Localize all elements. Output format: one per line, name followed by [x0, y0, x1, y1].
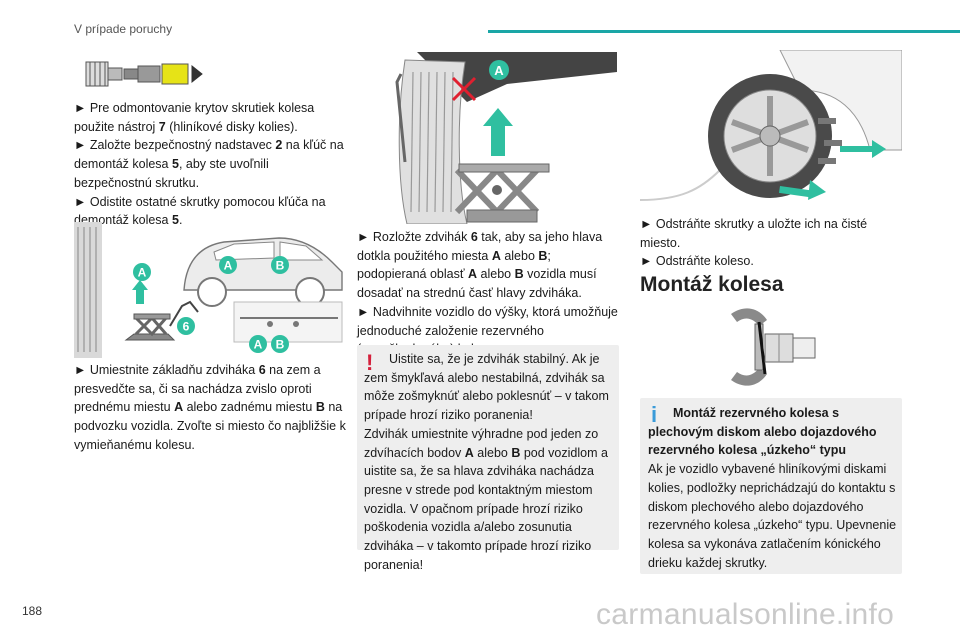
info-body: Ak je vozidlo vybavené hliníkovými diska… [648, 462, 897, 570]
info-box [640, 398, 902, 574]
info-text: Montáž rezervného kolesa s plechovým dis… [648, 404, 898, 572]
jack-placement-figure: A A B 6 A B [74, 222, 343, 358]
wheel-removal-figure [640, 50, 902, 210]
warning-text: Uistite sa, že je zdvihák stabilný. Ak j… [364, 350, 612, 574]
warning-paragraph-1: Uistite sa, že je zdvihák stabilný. Ak j… [364, 352, 609, 423]
detail-label-a: A [254, 338, 263, 352]
section-title: V prípade poruchy [74, 22, 173, 36]
page-number: 188 [22, 604, 43, 618]
car-label-b: B [276, 259, 285, 273]
warning-icon: ! [366, 350, 374, 375]
section-heading-wheel-mounting: Montáž kolesa [640, 273, 784, 296]
lift-label-a: A [494, 63, 504, 78]
car-label-a: A [224, 259, 233, 273]
col2-steps: ► Rozložte zdvihák 6 tak, aby sa jeho hl… [357, 228, 619, 359]
step-extend-jack: ► Rozložte zdvihák 6 tak, aby sa jeho hl… [357, 230, 603, 301]
col3-steps: ► Odstráňte skrutky a uložte ich na čist… [640, 215, 902, 271]
jack-lifting-figure: A [357, 52, 617, 224]
detail-label-b: B [276, 338, 285, 352]
col1-steps-top: ► Pre odmontovanie krytov skrutiek koles… [74, 99, 346, 230]
warning-box [357, 345, 619, 550]
step-fit-adapter: ► Založte bezpečnostný nadstavec 2 na kľ… [74, 138, 344, 190]
jack-label-a: A [138, 266, 147, 280]
step-remove-wheel: ► Odstráňte koleso. [640, 254, 754, 269]
watermark: carmanualsonline.info [596, 598, 895, 631]
step-remove-bolts: ► Odstráňte skrutky a uložte ich na čist… [640, 217, 868, 250]
info-icon: i [651, 402, 658, 427]
header-accent-line [488, 30, 960, 33]
step-remove-covers: ► Pre odmontovanie krytov skrutiek koles… [74, 101, 315, 134]
wheel-bolt-tool-figure [85, 61, 203, 87]
col1-step-bottom: ► Umiestnite základňu zdviháka 6 na zem … [74, 363, 346, 452]
jack-label-6: 6 [183, 320, 190, 334]
info-title: Montáž rezervného kolesa s plechovým dis… [648, 406, 877, 458]
warning-paragraph-2: Zdvihák umiestnite výhradne pod jeden zo… [364, 426, 608, 572]
wheel-bolt-detail-figure [731, 308, 816, 386]
